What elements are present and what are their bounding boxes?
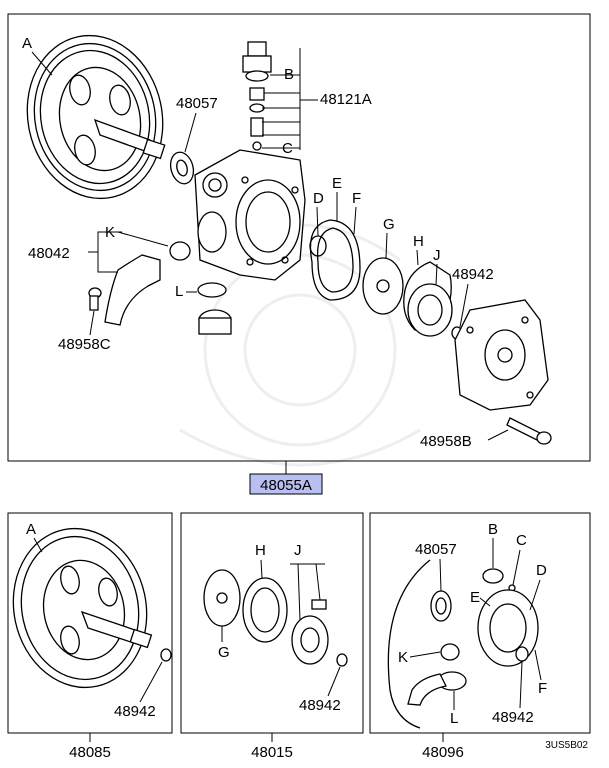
callout-d: D (313, 190, 324, 207)
callout-c: C (282, 140, 293, 157)
sub3-callout-48942: 48942 (492, 709, 534, 726)
callout-48942: 48942 (452, 266, 494, 283)
sub3-part-no: 48096 (422, 744, 464, 761)
assembly-highlight (249, 473, 323, 495)
sub2-part-no: 48015 (251, 744, 293, 761)
pump-cover (454, 299, 549, 411)
union-bolt-l (197, 282, 232, 335)
sub1-part-no: 48085 (69, 744, 111, 761)
sub2-callout-h: H (255, 542, 266, 559)
pump-body (194, 149, 306, 281)
sub3-callout-b: B (488, 521, 498, 538)
callout-48958c: 48958C (58, 336, 111, 353)
sub3-callout-48057: 48057 (415, 541, 457, 558)
callout-h: H (413, 233, 424, 250)
cartridge-kit-sub (203, 569, 348, 667)
bolt-48958b (506, 417, 552, 445)
sub3-callout-k: K (398, 649, 408, 666)
callout-e: E (332, 175, 342, 192)
sub-panel-48096-frame (369, 512, 591, 734)
pulley-a (26, 34, 166, 200)
callout-j: J (433, 247, 441, 264)
sub3-callout-e: E (470, 589, 480, 606)
callout-b: B (284, 66, 294, 83)
sub3-callout-l: L (450, 710, 458, 727)
gasket-seals (309, 219, 361, 301)
callout-48042: 48042 (28, 245, 70, 262)
sub1-callout-a: A (26, 521, 36, 538)
sub1-callout-48942: 48942 (114, 703, 156, 720)
main-panel-frame (7, 13, 591, 462)
callout-48057: 48057 (176, 95, 218, 112)
callout-g: G (383, 216, 395, 233)
oil-seal-48057 (169, 151, 195, 185)
callout-l: L (175, 283, 183, 300)
callout-48958b: 48958B (420, 433, 472, 450)
callout-k: K (105, 224, 115, 241)
seal-kit-sub (387, 559, 539, 729)
callout-48121a: 48121A (320, 91, 372, 108)
callout-a: A (22, 35, 32, 52)
sub3-callout-c: C (516, 532, 527, 549)
sub2-callout-j: J (294, 542, 302, 559)
sub2-callout-g: G (218, 644, 230, 661)
flow-control-valve (242, 41, 272, 151)
sub2-callout-48942: 48942 (299, 697, 341, 714)
pulley-a-sub (12, 527, 172, 689)
union-fitting (88, 241, 191, 326)
callout-f: F (352, 190, 361, 207)
diagram-code: 3US5B02 (545, 740, 588, 751)
cartridge-kit (362, 257, 463, 340)
assembly-label: 48055A (260, 477, 312, 494)
sub3-callout-d: D (536, 562, 547, 579)
sub3-callout-f: F (538, 680, 547, 697)
